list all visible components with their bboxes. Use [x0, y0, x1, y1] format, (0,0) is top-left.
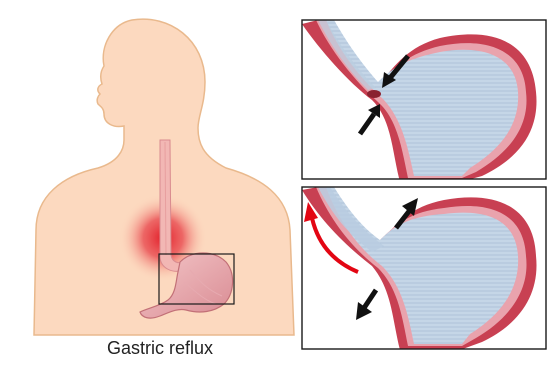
diagram-caption: Gastric reflux	[0, 338, 320, 359]
reflux-sphincter-panel	[302, 187, 546, 350]
normal-sphincter-panel	[302, 20, 546, 182]
